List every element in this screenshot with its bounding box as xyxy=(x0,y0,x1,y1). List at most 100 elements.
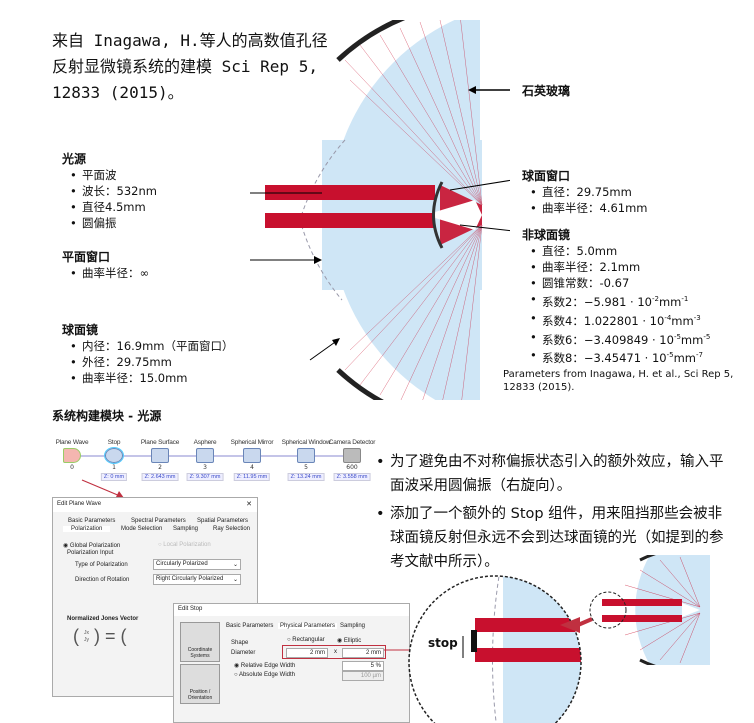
spherical-mirror-block: 球面镜 内径：16.9mm（平面窗口）外径：29.75mm曲率半径：15.0mm xyxy=(62,321,234,386)
tab-sampling[interactable]: Sampling xyxy=(173,526,199,532)
reference-note: Parameters from Inagawa, H. et al., Sci … xyxy=(503,369,734,393)
rotation-label: Direction of Rotation xyxy=(75,577,130,583)
source-heading: 光源 xyxy=(62,152,87,166)
pipeline-distance: Z: 2.643 mm xyxy=(141,473,179,481)
select-value: Circularly Polarized xyxy=(156,561,208,567)
pipeline-node[interactable] xyxy=(104,447,124,464)
pipeline-node-index: 4 xyxy=(250,464,254,471)
quartz-label: 石英玻璃 xyxy=(522,84,571,98)
pipeline-node-index: 5 xyxy=(304,464,308,471)
relative-edge-radio[interactable]: ◉ Relative Edge Width xyxy=(234,663,296,669)
coordinate-systems-button[interactable]: Coordinate Systems xyxy=(180,622,220,662)
pipeline-node[interactable] xyxy=(343,448,361,463)
tab-sampling[interactable]: Sampling xyxy=(340,623,366,629)
elliptic-radio[interactable]: ◉ Elliptic xyxy=(337,638,362,644)
pipeline-node-label: Camera Detector xyxy=(328,439,376,446)
pipeline-node-index: 0 xyxy=(70,464,74,471)
pipeline-node[interactable] xyxy=(196,448,214,463)
absolute-edge-radio[interactable]: ○ Absolute Edge Width xyxy=(234,672,296,678)
side-label: Coordinate Systems xyxy=(187,647,213,659)
pipeline-node[interactable] xyxy=(243,448,261,463)
pipeline-node[interactable] xyxy=(63,448,81,463)
source-item: 波长：532nm xyxy=(70,183,157,199)
tab-basic[interactable]: Basic Parameters xyxy=(68,518,116,524)
relative-edge-input[interactable]: 5 % xyxy=(342,661,384,671)
pipeline-node-label: Spherical Window xyxy=(281,439,331,446)
pipeline-node-index: 1 xyxy=(112,464,116,471)
pipeline-node[interactable] xyxy=(151,448,169,463)
input-beam-upper xyxy=(265,185,435,200)
white-cone xyxy=(435,200,482,230)
radio-label: Local Polarization xyxy=(163,542,211,548)
optical-layout-diagram xyxy=(250,20,510,400)
side-label: Position / Orientation xyxy=(187,689,213,701)
close-icon[interactable]: ✕ xyxy=(246,501,252,508)
asphere-block: 非球面镜 直径：5.0mm曲率半径：2.1mm圆锥常数：-0.67 系数2：−5… xyxy=(522,226,710,366)
spherical-window-heading: 球面窗口 xyxy=(522,169,571,183)
pipeline-node[interactable] xyxy=(297,448,315,463)
local-polarization-radio[interactable]: ○ Local Polarization xyxy=(158,542,211,548)
connector-line xyxy=(384,649,414,651)
jones-label: Normalized Jones Vector xyxy=(67,616,139,622)
mirror-item: 外径：29.75mm xyxy=(70,354,234,370)
tab-ray-selection[interactable]: Ray Selection xyxy=(213,526,251,532)
direction-of-rotation-select[interactable]: Right Circularly Polarized⌄ xyxy=(153,574,241,585)
input-beam-lower xyxy=(265,213,435,228)
absolute-edge-input[interactable]: 100 µm xyxy=(342,671,384,681)
diameter-y-input[interactable]: 2 mm xyxy=(342,648,384,658)
pipeline-distance: Z: 0 mm xyxy=(100,473,128,481)
note-item: 添加了一个额外的 Stop 组件，用来阻挡那些会被非球面镜反射但永远不会到达球面… xyxy=(376,502,736,574)
tab-physical[interactable]: Physical Parameters xyxy=(278,623,338,629)
spherical-mirror-bottom xyxy=(336,368,385,400)
group-label: Polarization Input xyxy=(67,550,114,556)
pipeline-distance: Z: 11.95 mm xyxy=(233,473,271,481)
spherical-mirror-heading: 球面镜 xyxy=(62,323,99,337)
tab-basic[interactable]: Basic Parameters xyxy=(226,623,274,629)
asphere-coefficient: 系数8：−3.45471 · 10-5mm-7 xyxy=(530,347,710,366)
plane-window-block: 平面窗口 曲率半径：∞ xyxy=(62,248,149,281)
overview-inset xyxy=(560,555,710,665)
tab-spatial[interactable]: Spatial Parameters xyxy=(197,518,249,524)
mirror-item: 曲率半径：15.0mm xyxy=(70,370,234,386)
pipeline-node-label: Spherical Mirror xyxy=(230,439,274,446)
pipeline-node-label: Plane Surface xyxy=(140,439,180,446)
radio-label: Absolute Edge Width xyxy=(238,672,296,678)
window-item: 曲率半径：4.61mm xyxy=(530,200,648,216)
source-block: 光源 平面波波长：532nm直径4.5mm圆偏振 xyxy=(62,150,157,231)
tab-spectral[interactable]: Spectral Parameters xyxy=(131,518,186,524)
pipeline-distance: Z: 13.24 mm xyxy=(287,473,325,481)
global-polarization-radio[interactable]: ◉ Global Polarization xyxy=(63,543,121,549)
pipeline-node-label: Plane Wave xyxy=(55,439,89,446)
jx: Jx xyxy=(84,630,89,637)
asphere-heading: 非球面镜 xyxy=(522,228,571,242)
note-text: 添加了一个额外的 Stop 组件，用来阻挡那些会被非球面镜反射但永远不会到达球面… xyxy=(390,506,724,570)
dialog-title: Edit Stop xyxy=(174,604,409,616)
spherical-window-block: 球面窗口 直径：29.75mm曲率半径：4.61mm xyxy=(522,167,648,216)
position-orientation-button[interactable]: Position / Orientation xyxy=(180,664,220,704)
page-title: 来自 Inagawa, H.等人的高数值孔径反射显微镜系统的建模 Sci Rep… xyxy=(52,31,328,102)
tab-mode-selection[interactable]: Mode Selection xyxy=(121,526,163,532)
pipeline-node-index: 3 xyxy=(203,464,207,471)
note-item: 为了避免由不对称偏振状态引入的额外效应，输入平面波采用圆偏振（右旋向）。 xyxy=(376,450,736,498)
notes-list: 为了避免由不对称偏振状态引入的额外效应，输入平面波采用圆偏振（右旋向）。 添加了… xyxy=(376,450,736,574)
jy: Jy xyxy=(84,637,89,644)
tab-polarization[interactable]: Polarization xyxy=(63,526,111,532)
pipeline-node-index: 2 xyxy=(158,464,162,471)
asphere-item: 直径：5.0mm xyxy=(530,243,710,259)
reflected-rays xyxy=(344,20,483,400)
asphere-item: 圆锥常数：-0.67 xyxy=(530,275,710,291)
rectangular-radio[interactable]: ○ Rectangular xyxy=(287,637,325,643)
section-title: 系统构建模块 - 光源 xyxy=(52,409,162,423)
diameter-highlight xyxy=(282,645,386,659)
stop-aperture xyxy=(471,630,477,652)
aspheric-mirror xyxy=(432,181,444,249)
edit-stop-dialog: Edit Stop Coordinate Systems Position / … xyxy=(173,603,410,723)
pipeline-node-index: 600 xyxy=(346,464,358,471)
mirror-item: 内径：16.9mm（平面窗口） xyxy=(70,338,234,354)
plane-window-heading: 平面窗口 xyxy=(62,250,111,264)
asphere-coefficient: 系数4：1.022801 · 10-4mm-3 xyxy=(530,310,710,329)
shape-label: Shape xyxy=(231,640,249,646)
diameter-x-input[interactable]: 2 mm xyxy=(286,648,328,658)
type-of-polarization-select[interactable]: Circularly Polarized⌄ xyxy=(153,559,241,570)
radio-label: Global Polarization xyxy=(69,543,121,549)
